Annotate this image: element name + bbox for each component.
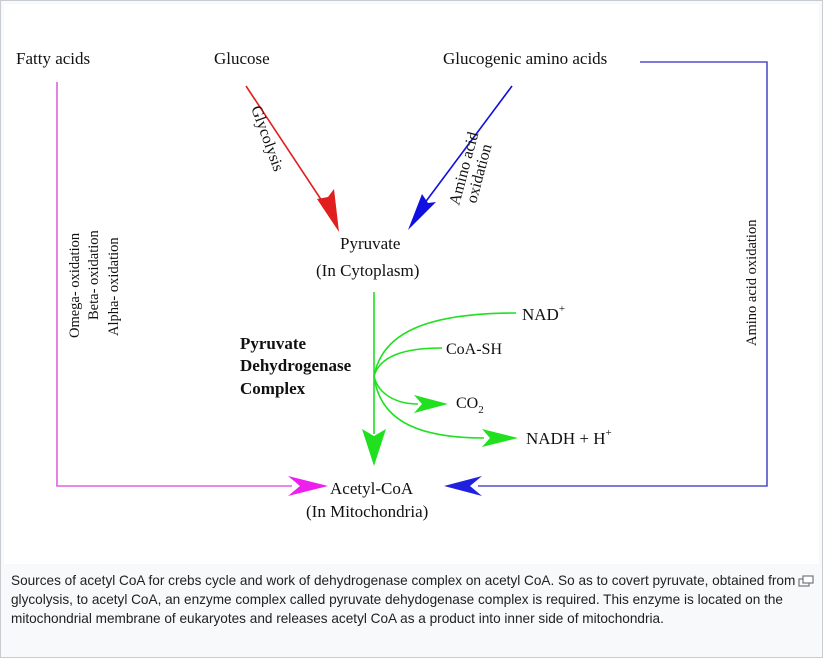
pyruvate-label: Pyruvate [340,234,400,253]
pyruvate-to-acetyl-arrowhead [362,429,386,466]
omega-oxidation-label: Omega- oxidation [67,232,83,338]
complex-label-line2: Dehydrogenase [240,356,352,375]
nadh-output-curve [373,375,485,439]
co2-text: CO [456,395,478,412]
beta-oxidation-label: Beta- oxidation [86,229,102,320]
nadh-superscript: + [605,427,611,439]
nadh-text: NADH + H [526,429,605,448]
amino-acid-arrowhead [408,194,436,230]
pathway-diagram: Fatty acids Glucose Glucogenic amino aci… [16,49,768,521]
co2-label: CO2 [456,395,484,416]
nad-text: NAD [522,305,559,324]
amino-acid-arrow-line [423,85,513,205]
nadh-arrowhead [482,429,518,447]
fatty-acids-label: Fatty acids [16,49,90,68]
nad-label: NAD+ [522,303,565,324]
figure-image: Fatty acids Glucose Glucogenic amino aci… [4,4,819,564]
enlarge-icon[interactable] [798,575,814,587]
figure-caption: Sources of acetyl CoA for crebs cycle an… [11,573,796,626]
co2-arrowhead [414,395,448,413]
nad-superscript: + [559,303,565,315]
coash-label: CoA-SH [446,341,502,358]
glycolysis-arrowhead [317,189,339,232]
fatty-acid-route-line [56,82,292,487]
co2-subscript: 2 [478,404,484,416]
pyruvate-location-label: (In Cytoplasm) [316,261,419,280]
nad-input-curve [373,312,517,377]
complex-label-line3: Complex [240,379,306,398]
amino-acid-route-line [478,61,768,487]
glucogenic-amino-acids-label: Glucogenic amino acids [443,49,607,68]
acetyl-coa-label: Acetyl-CoA [330,479,414,498]
coash-input-curve [373,347,443,377]
alpha-oxidation-label: Alpha- oxidation [106,237,122,336]
glycolysis-arrow-line [245,85,325,205]
amino-acid-route-arrowhead [444,476,482,496]
amino-acid-oxidation-side-label: Amino acid oxidation [744,219,760,346]
glucose-label: Glucose [214,49,270,68]
complex-label-line1: Pyruvate [240,334,307,353]
fatty-acid-arrowhead [288,476,328,496]
acetyl-location-label: (In Mitochondria) [306,502,428,521]
nadh-label: NADH + H+ [526,427,612,448]
